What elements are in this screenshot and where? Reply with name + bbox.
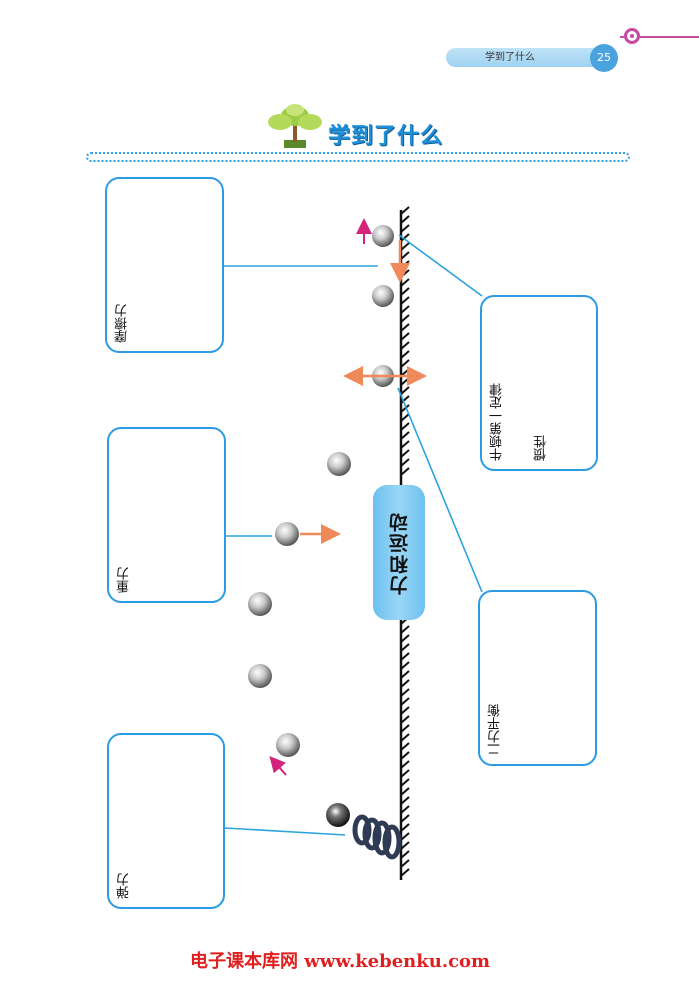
box-newton-sublabel: 惯性 — [534, 435, 549, 461]
box-balance: 二力平衡 — [478, 590, 597, 766]
header-ring-icon — [624, 28, 640, 44]
center-topic: 力和运动 — [373, 485, 425, 620]
box-gravity-label: 重力 — [117, 567, 132, 593]
title-underline — [86, 152, 630, 162]
wall — [399, 206, 410, 880]
header-line — [620, 36, 699, 38]
page-title: 学到了什么 — [328, 124, 444, 149]
spring — [352, 814, 402, 860]
box-elastic-label: 弹力 — [117, 873, 132, 899]
box-balance-label: 二力平衡 — [488, 704, 503, 756]
balls — [248, 225, 394, 827]
box-newton: 牛顿第一定律 惯性 — [480, 295, 598, 471]
footer-watermark: 电子课本库网 www.kebenku.com — [190, 951, 491, 972]
header-section-label: 学到了什么 — [446, 48, 604, 67]
force-arrows — [269, 218, 427, 776]
center-topic-label: 力和运动 — [388, 510, 411, 595]
page-number: 25 — [590, 44, 618, 72]
tree-icon — [268, 104, 322, 148]
connectors — [223, 234, 483, 836]
box-gravity: 重力 — [107, 427, 226, 603]
box-newton-label: 牛顿第一定律 — [490, 383, 505, 461]
box-elastic: 弹力 — [107, 733, 225, 909]
box-friction-label: 摩擦力 — [115, 304, 130, 343]
box-friction: 摩擦力 — [105, 177, 224, 353]
